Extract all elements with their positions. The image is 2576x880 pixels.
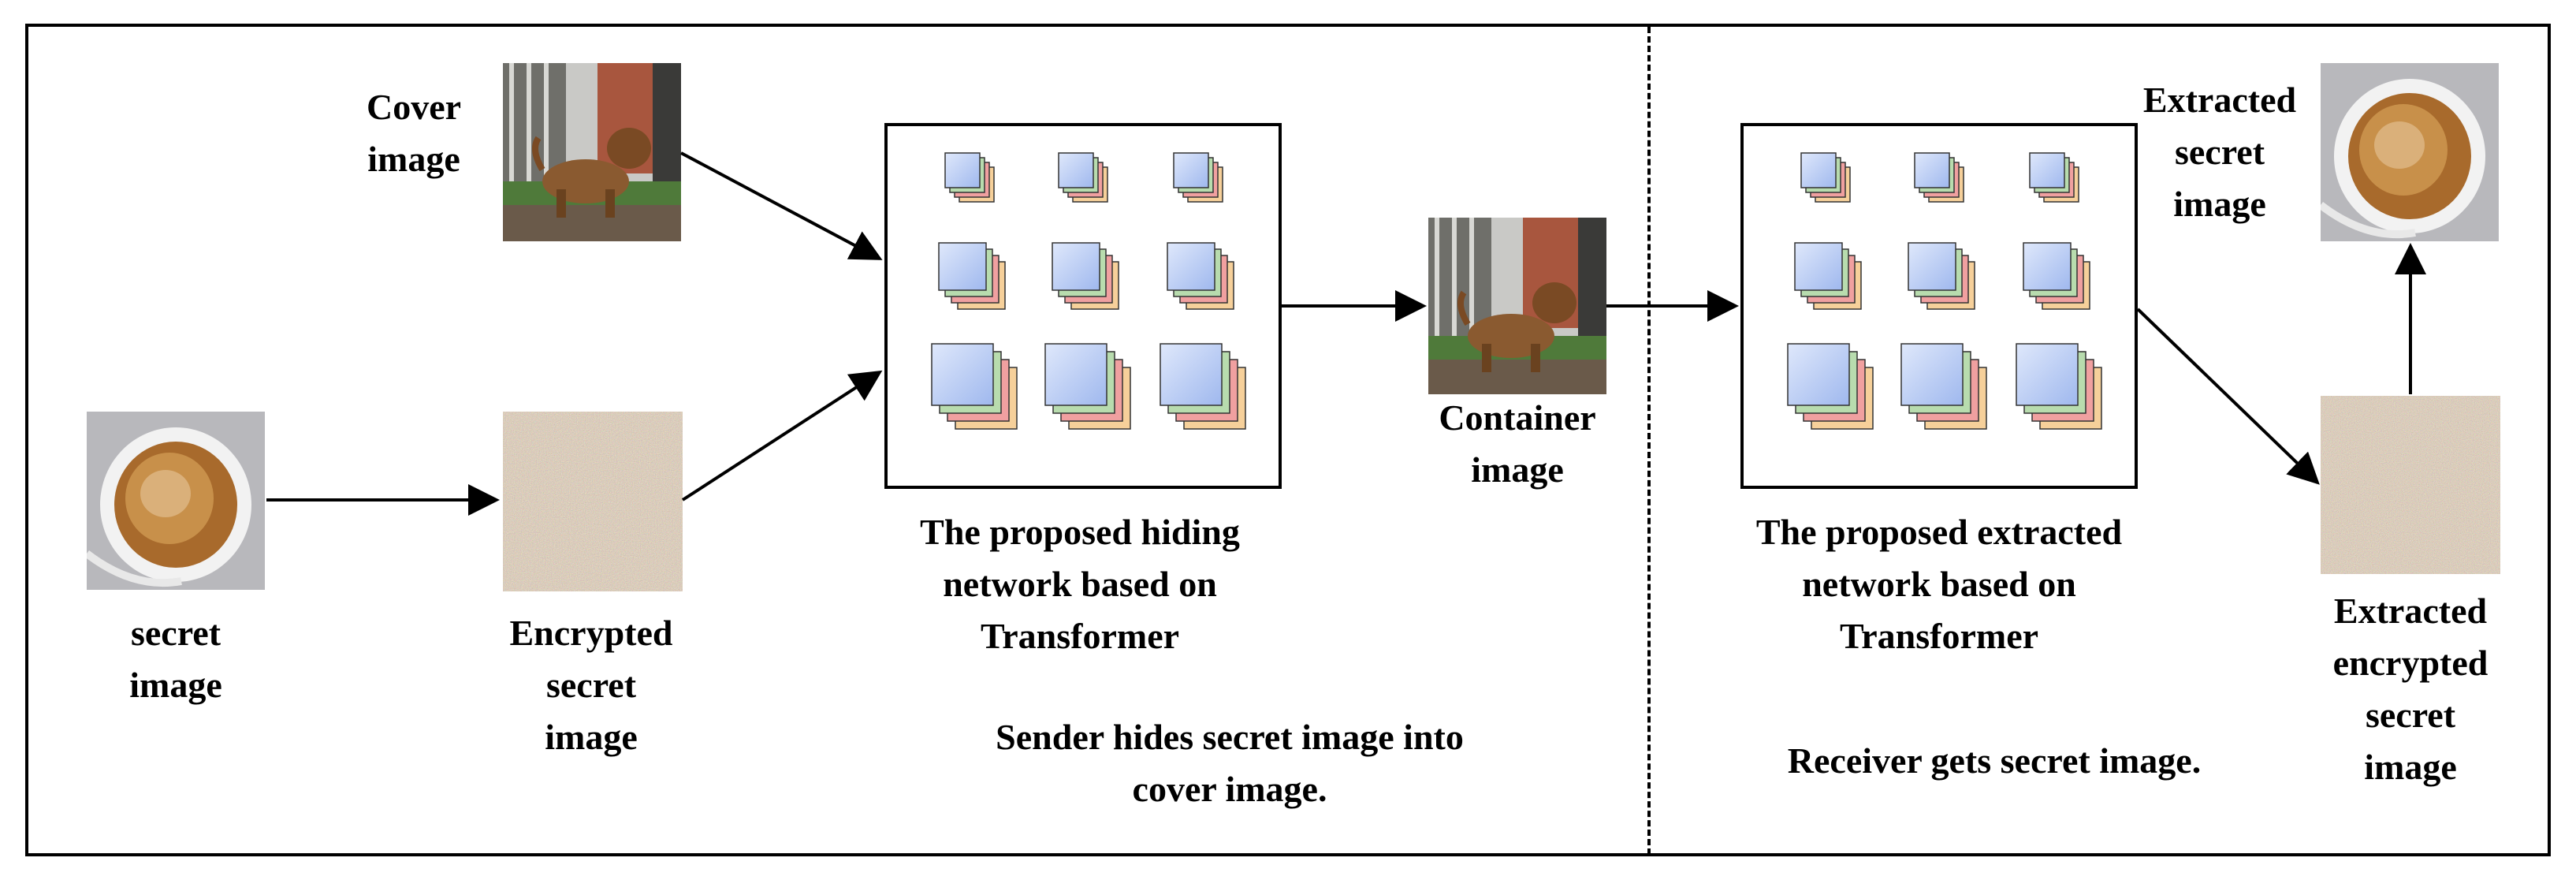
encrypted-secret-image — [503, 412, 683, 591]
extracted-secret-image-label: Extracted secret image — [2142, 80, 2297, 224]
secret-image — [87, 412, 265, 590]
dog-photo — [503, 63, 681, 241]
hiding-network-label: The proposed hiding network based on Tra… — [920, 512, 1240, 656]
container-image — [1428, 218, 1606, 394]
encrypted-secret-image-label: Encrypted secret image — [509, 613, 673, 757]
diagram-frame — [25, 24, 2551, 856]
container-image-label: Container image — [1439, 397, 1596, 490]
extracted-encrypted-image-label: Extracted encrypted secret image — [2332, 591, 2489, 787]
coffee-cup-photo — [87, 412, 265, 590]
arrow-cover-to-hiding — [680, 151, 883, 260]
extracted-encrypted-image — [2321, 396, 2500, 574]
cover-image — [503, 63, 681, 241]
secret-image-label: secret image — [129, 613, 222, 705]
arrow-encrypted-to-hiding — [681, 370, 883, 502]
sender-receiver-divider — [1647, 27, 1651, 855]
stacked-feature-maps-icon — [1787, 152, 2102, 430]
noise-texture — [503, 412, 683, 591]
extracted-network-box — [1740, 123, 2138, 489]
dog-photo — [1428, 218, 1606, 394]
noise-texture — [2321, 396, 2500, 574]
coffee-cup-photo — [2321, 63, 2499, 241]
arrow-extraction-to-encrypted — [2136, 308, 2320, 485]
extracted-network-label: The proposed extracted network based on … — [1755, 512, 2123, 656]
stacked-feature-maps-icon — [931, 152, 1246, 430]
receiver-caption: Receiver gets secret image. — [1787, 740, 2202, 781]
hiding-network-box — [884, 123, 1282, 489]
sender-caption: Sender hides secret image into cover ima… — [996, 717, 1464, 809]
cover-image-label: Cover image — [366, 87, 462, 179]
extracted-secret-image — [2321, 63, 2499, 241]
